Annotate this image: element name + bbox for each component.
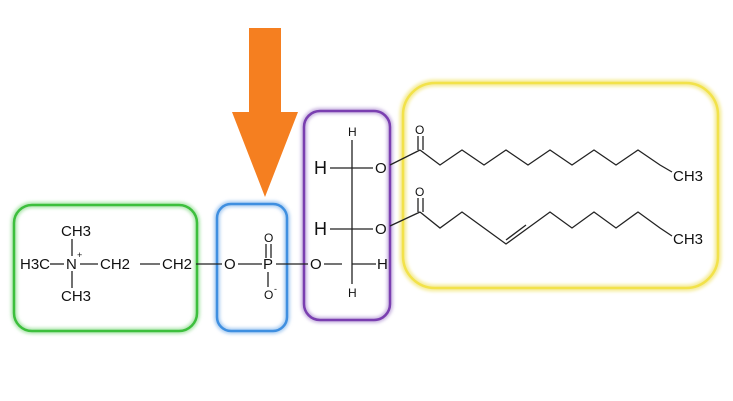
choline-ch2-b-label: CH2 xyxy=(162,256,192,273)
choline-h3c-label: H3C xyxy=(20,256,50,273)
phosphate-o-bottom-charge: - xyxy=(274,284,277,294)
phosphate-o-right-label: O xyxy=(310,256,322,273)
phosphate-o-left-label: O xyxy=(224,256,236,273)
glycerol-h-bottom-label: H xyxy=(348,286,357,300)
phosphate-p-label: P xyxy=(263,256,273,273)
glycerol-o-ester-2-label: O xyxy=(375,221,387,238)
phosphate-o-top-label: O xyxy=(264,231,273,245)
glycerol-box-stroke xyxy=(302,109,392,322)
glycerol-h-left-1-label: H xyxy=(314,158,327,178)
glycerol-h-top-label: H xyxy=(348,125,357,139)
phosphate-o-bottom-label: O xyxy=(264,288,273,302)
choline-ch3-bottom-label: CH3 xyxy=(61,288,91,305)
choline-n-label: N xyxy=(66,256,77,273)
choline-ch3-top-label: CH3 xyxy=(61,223,91,240)
fatty-acid-region-box xyxy=(399,79,722,292)
glycerol-h-right-3-label: H xyxy=(377,256,388,273)
fatty-acid-1-ch3-label: CH3 xyxy=(673,168,703,185)
glycerol-h-left-2-label: H xyxy=(314,219,327,239)
fatty-acid-2-carbonyl-o-label: O xyxy=(415,185,424,199)
choline-box-stroke xyxy=(12,203,199,333)
bond-lines xyxy=(50,136,673,288)
indicator-arrow xyxy=(232,28,298,197)
choline-n-charge: + xyxy=(77,250,82,260)
fatty-acid-2-ch3-label: CH3 xyxy=(673,231,703,248)
glycerol-o-ester-1-label: O xyxy=(375,160,387,177)
choline-ch2-a-label: CH2 xyxy=(100,256,130,273)
phosphate-box-stroke xyxy=(215,202,289,333)
fatty-acid-1-carbonyl-o-label: O xyxy=(415,123,424,137)
choline-region-box xyxy=(11,202,200,334)
fatty-acid-box-stroke xyxy=(401,81,720,290)
glycerol-region-box xyxy=(301,108,393,323)
phosphate-region-box xyxy=(214,201,290,334)
